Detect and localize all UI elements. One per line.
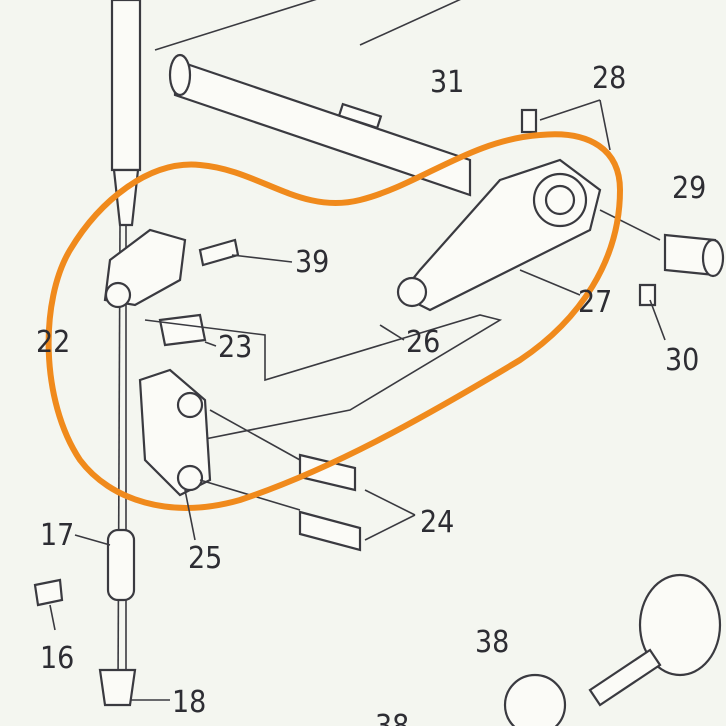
link-plate [144, 314, 503, 441]
part-labels: 31 28 29 30 27 26 39 23 22 24 25 17 16 1… [36, 61, 706, 726]
pins-24 [199, 409, 362, 552]
parts-17-16-18 [33, 528, 137, 707]
label-23: 23 [218, 330, 252, 365]
label-31: 31 [430, 65, 464, 100]
label-25: 25 [188, 541, 222, 576]
screw-30 [638, 283, 657, 307]
label-17: 17 [40, 518, 74, 553]
label-22: 22 [36, 325, 70, 360]
label-27: 27 [578, 285, 612, 320]
needle-bar [110, 0, 142, 691]
label-26: 26 [406, 325, 440, 360]
shaft-31 [154, 0, 472, 197]
label-39: 39 [295, 245, 329, 280]
leader-lines [49, 99, 666, 701]
label-38-top: 38 [475, 625, 509, 660]
label-28: 28 [592, 61, 626, 96]
arm-27 [396, 108, 661, 312]
mechanism-38 [503, 573, 722, 726]
label-29: 29 [672, 171, 706, 206]
link-25 [138, 368, 212, 497]
label-24: 24 [420, 505, 454, 540]
label-18: 18 [172, 685, 206, 720]
label-30: 30 [665, 343, 699, 378]
highlight-outline [45, 131, 624, 511]
label-16: 16 [40, 641, 74, 676]
clamp-22 [103, 228, 240, 347]
label-38-bottom: 38 [375, 709, 409, 726]
collar-29 [663, 233, 725, 278]
